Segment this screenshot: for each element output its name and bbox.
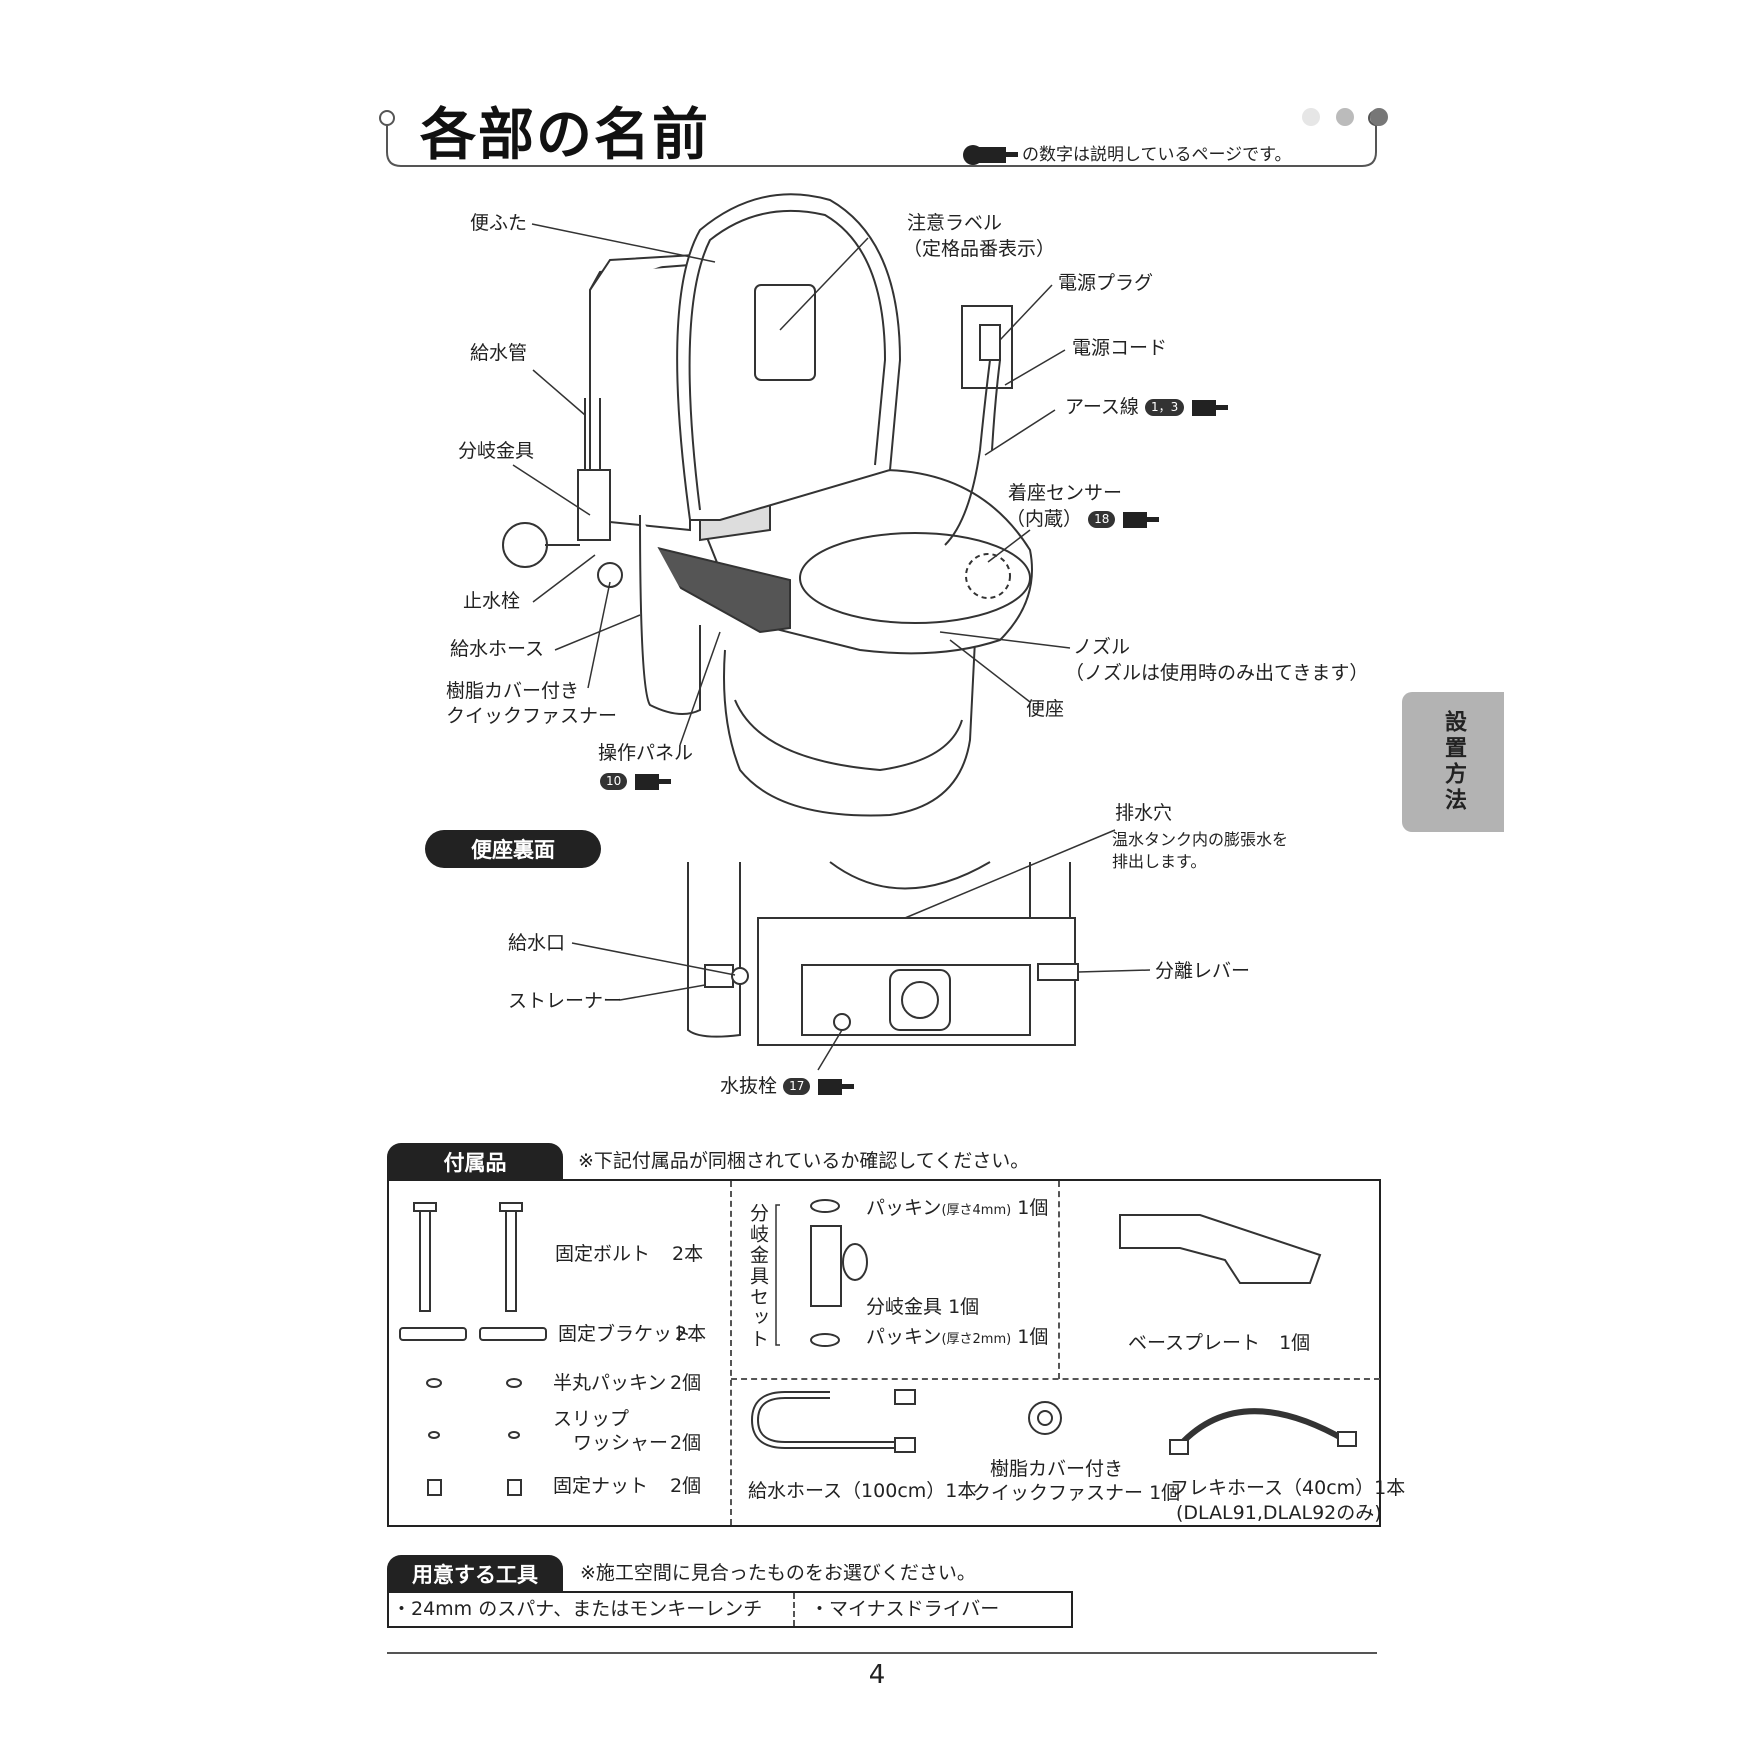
label-drain-desc-1: 温水タンク内の膨張水を — [1112, 830, 1289, 849]
label-strainer: ストレーナー — [508, 990, 623, 1012]
qty-fixing-nut: 2個 — [670, 1475, 702, 1497]
label-supply-hose: 給水ホース — [450, 638, 545, 660]
accessories-heading: 付属品 — [387, 1143, 563, 1181]
page-number: 4 — [868, 1660, 886, 1690]
tools-note: ※施工空間に見合ったものをお選びください。 — [580, 1562, 976, 1584]
qty-base-plate: 1個 — [1279, 1332, 1311, 1354]
label-washer: ワッシャー — [573, 1432, 669, 1454]
label-separation-lever: 分離レバー — [1155, 960, 1251, 982]
tool-wrench: ・24mm のスパナ、またはモンキーレンチ — [392, 1598, 763, 1620]
dot-mid — [1336, 108, 1354, 126]
spec-packing-2mm: (厚さ2mm) — [941, 1332, 1012, 1347]
label-caution: 注意ラベル — [907, 212, 1003, 234]
spec-packing-4mm: (厚さ4mm) — [941, 1203, 1012, 1218]
label-nozzle: ノズル — [1073, 636, 1131, 658]
label-seat-sensor-sub: （内蔵） 18 — [1006, 508, 1161, 531]
underside-heading: 便座裏面 — [425, 830, 601, 868]
label-earth-wire: アース線 1，3 — [1065, 396, 1230, 419]
label-base-plate: ベースプレート — [1128, 1332, 1261, 1354]
label-drain-hole: 排水穴 — [1115, 802, 1173, 824]
page-title: 各部の名前 — [420, 103, 710, 168]
qty-packing-2mm: 1個 — [1017, 1326, 1049, 1348]
qty-slip-washer: 2個 — [670, 1432, 702, 1454]
divider — [793, 1593, 795, 1626]
tools-box — [387, 1591, 1073, 1628]
label-seat-sensor: 着座センサー — [1008, 482, 1123, 504]
label-flex-hose-note: (DLAL91,DLAL92のみ) — [1176, 1502, 1382, 1524]
dot-light — [1302, 108, 1320, 126]
label-seat-sensor-builtin: （内蔵） — [1006, 508, 1083, 530]
label-branch-fitting-set: 分岐金具セット — [747, 1203, 769, 1350]
label-fixing-bracket: 固定ブラケット — [558, 1323, 692, 1345]
panel-page-badge: 10 — [600, 773, 628, 790]
label-lid: 便ふた — [470, 212, 528, 234]
sensor-page-badge: 18 — [1088, 511, 1116, 528]
earth-page-badge: 1，3 — [1144, 399, 1185, 416]
header-note-text: の数字は説明しているページです。 — [1022, 145, 1292, 165]
label-packing-2mm: パッキン — [866, 1326, 942, 1348]
label-branch-fitting-item: 分岐金具 — [866, 1296, 943, 1318]
label-stop-valve: 止水栓 — [463, 590, 521, 612]
label-control-panel: 操作パネル — [598, 742, 694, 764]
divider — [1058, 1181, 1060, 1379]
label-supply-pipe: 給水管 — [470, 342, 528, 364]
label-quick-fastener-item-2: クイックファスナー — [972, 1482, 1144, 1504]
label-fixing-bolt: 固定ボルト — [555, 1243, 651, 1265]
label-nozzle-sub: （ノズルは使用時のみ出てきます） — [1065, 662, 1369, 684]
tools-heading: 用意する工具 — [387, 1555, 563, 1593]
page-pointer-icon — [1123, 511, 1160, 528]
label-control-panel-page: 10 — [600, 770, 673, 793]
footer-rule — [387, 1652, 1377, 1654]
label-branch-fitting: 分岐金具 — [458, 440, 535, 462]
drain-plug-page-badge: 17 — [783, 1078, 811, 1095]
label-water-inlet: 給水口 — [508, 932, 566, 954]
label-quick-fastener-2: クイックファスナー — [446, 705, 618, 727]
label-earth-text: アース線 — [1065, 396, 1139, 418]
label-drain-desc-2: 排出します。 — [1112, 852, 1207, 871]
label-flex-hose: フレキホース（40cm）1本 — [1170, 1477, 1406, 1499]
qty-quick-fastener: 1個 — [1149, 1482, 1181, 1504]
qty-half-round-packing: 2個 — [670, 1372, 702, 1394]
label-fixing-nut: 固定ナット — [553, 1475, 649, 1497]
header-dots — [1302, 108, 1404, 130]
page-pointer-icon — [963, 145, 1018, 165]
qty-fixing-bracket: 2本 — [675, 1323, 707, 1345]
label-slip: スリップ — [553, 1408, 630, 1430]
label-seat: 便座 — [1026, 698, 1065, 720]
header-note: の数字は説明しているページです。 — [962, 140, 1291, 166]
label-caution-sub: （定格品番表示） — [903, 238, 1056, 260]
label-half-round-packing: 半丸パッキン — [553, 1372, 667, 1394]
label-quick-fastener-item: 樹脂カバー付き — [990, 1458, 1124, 1480]
label-drain-plug: 水抜栓 17 — [720, 1075, 856, 1098]
label-packing-4mm: パッキン — [866, 1197, 942, 1219]
page-pointer-icon — [635, 773, 672, 790]
accessories-note: ※下記付属品が同梱されているか確認してください。 — [578, 1150, 1030, 1172]
dot-dark — [1370, 108, 1388, 126]
label-power-cord: 電源コード — [1072, 337, 1168, 359]
label-supply-hose-item: 給水ホース（100cm）1本 — [748, 1480, 977, 1502]
divider — [730, 1181, 732, 1525]
divider — [731, 1378, 1380, 1380]
side-tab-installation[interactable]: 設置方法 — [1402, 692, 1504, 832]
accessories-box — [387, 1179, 1381, 1527]
label-drain-plug-text: 水抜栓 — [720, 1075, 778, 1097]
label-power-plug: 電源プラグ — [1058, 272, 1154, 294]
caution-label-shape — [754, 284, 816, 381]
qty-fixing-bolt: 2本 — [672, 1243, 704, 1265]
qty-branch-fitting: 1個 — [948, 1296, 980, 1318]
side-tab-label: 設置方法 — [1441, 710, 1466, 814]
qty-packing-4mm: 1個 — [1017, 1197, 1049, 1219]
page-pointer-icon — [818, 1078, 855, 1095]
page-pointer-icon — [1192, 399, 1229, 416]
label-quick-fastener: 樹脂カバー付き — [446, 680, 580, 702]
tool-screwdriver: ・マイナスドライバー — [810, 1598, 1000, 1620]
